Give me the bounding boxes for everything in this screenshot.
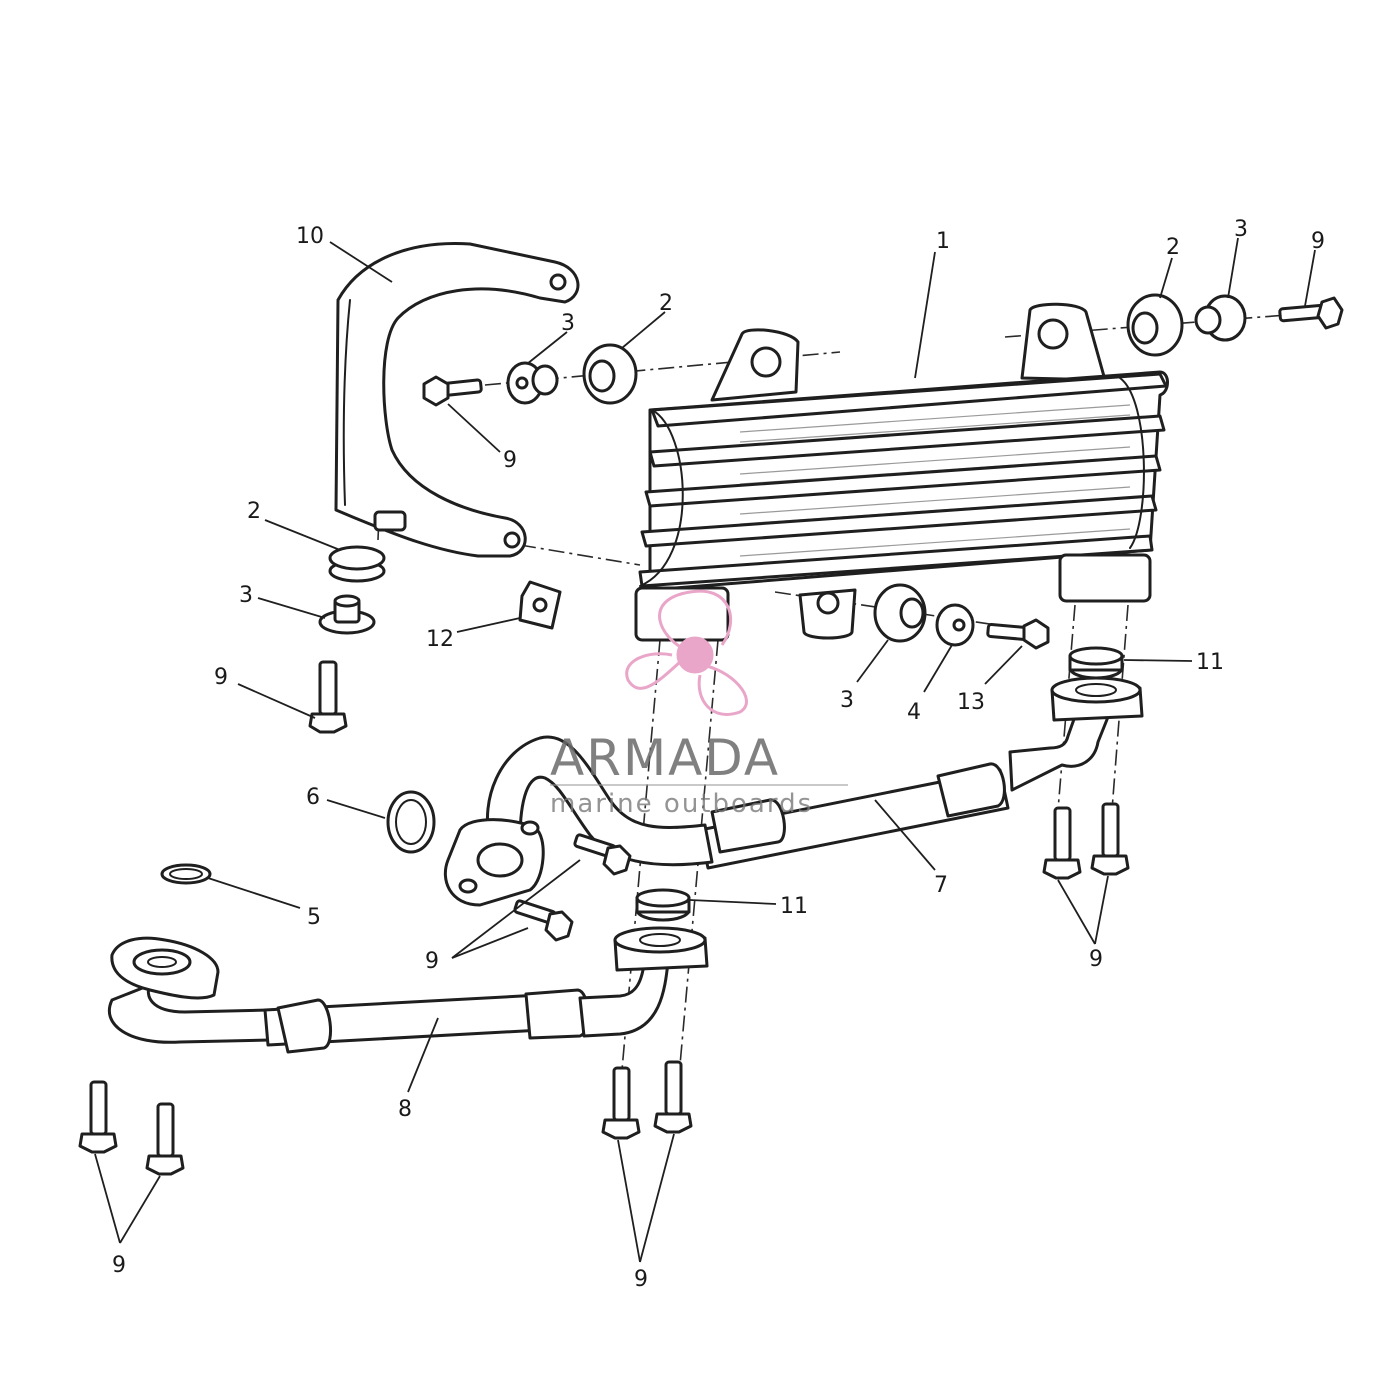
callout-2-upper-left: 2 (659, 291, 673, 316)
bolt-left-pair-a (78, 1080, 118, 1154)
callout-9-center-pair: 9 (634, 1267, 648, 1292)
grommet-lower (873, 583, 927, 643)
callout-4: 4 (907, 700, 921, 725)
leader-lines (94, 237, 1316, 1263)
callout-11-upper: 11 (1196, 650, 1224, 675)
bolt-lower-13 (986, 618, 1050, 650)
callout-10: 10 (296, 224, 324, 249)
bolt-left-pair-b (145, 1102, 185, 1176)
callout-9-right-pair: 9 (1089, 947, 1103, 972)
callout-9-upper-right: 9 (1311, 229, 1325, 254)
callout-13: 13 (957, 690, 985, 715)
watermark-logo: ARMADA marine outboards (550, 589, 848, 819)
callout-3-lower: 3 (840, 688, 854, 713)
o-ring-large (386, 790, 436, 854)
callout-12: 12 (426, 627, 454, 652)
seal-upper (1068, 646, 1124, 680)
callout-7: 7 (934, 873, 948, 898)
lower-oil-hose (107, 926, 709, 1054)
washer-lower (935, 603, 975, 647)
callout-5: 5 (307, 905, 321, 930)
bolt-right-pair-a (1042, 806, 1082, 880)
callout-3-upper-right: 3 (1234, 217, 1248, 242)
spacer-left (318, 594, 376, 635)
grommet-upper-right (1126, 293, 1184, 357)
watermark-title: ARMADA (550, 729, 780, 787)
bolt-right-pair-b (1090, 802, 1130, 876)
clip-nut (518, 580, 562, 630)
bolt-flange-lower (513, 899, 574, 942)
bolt-upper-right (1278, 296, 1344, 330)
oil-cooler (634, 302, 1169, 642)
propeller-icon (625, 589, 748, 716)
callout-6: 6 (306, 785, 320, 810)
callout-9-left-pair: 9 (112, 1253, 126, 1278)
watermark-subtitle: marine outboards (550, 789, 813, 819)
bolt-center-pair-a (601, 1066, 641, 1140)
grommet-upper-left (582, 343, 638, 405)
mounting-bracket (334, 242, 580, 558)
bolt-flange-upper (573, 833, 632, 876)
callout-1: 1 (936, 229, 950, 254)
callout-9-left: 9 (214, 665, 228, 690)
grommet-left (328, 545, 386, 583)
callout-3-left: 3 (239, 583, 253, 608)
bolt-upper-left (422, 375, 483, 407)
callout-8: 8 (398, 1097, 412, 1122)
callout-labels: 1 2 2 2 3 3 3 3 4 5 6 7 8 9 9 9 9 9 9 9 … (112, 217, 1325, 1292)
callout-9-flange: 9 (425, 949, 439, 974)
seal-lower (635, 888, 691, 922)
callout-9-upper-left: 9 (503, 448, 517, 473)
callout-11-lower: 11 (780, 894, 808, 919)
callout-2-upper-right: 2 (1166, 235, 1180, 260)
upper-oil-hose (443, 676, 1144, 907)
callout-3-upper-left: 3 (561, 311, 575, 336)
callout-2-left: 2 (247, 499, 261, 524)
bolt-center-pair-b (653, 1060, 693, 1134)
spacer-upper-left (506, 361, 559, 405)
bolt-left-vertical (308, 660, 348, 734)
spacer-upper-right (1194, 294, 1247, 342)
o-ring-small (160, 863, 212, 885)
